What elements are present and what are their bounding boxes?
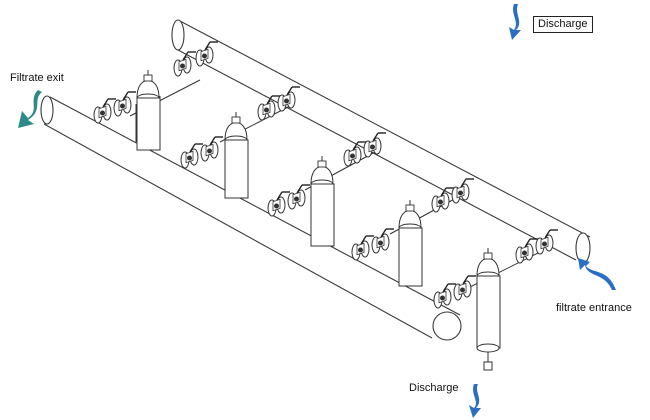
discharge-bottom-label: Discharge [409, 382, 459, 394]
back-manifold-pipe [171, 19, 591, 264]
filter-unit-4 [351, 178, 475, 287]
discharge-bottom-arrow [469, 384, 481, 418]
discharge-top-arrow [509, 4, 521, 40]
filter-units [93, 41, 559, 371]
front-manifold-pipe [40, 95, 462, 341]
filtrate-entrance-arrow [578, 258, 616, 290]
filtrate-exit-label: Filtrate exit [10, 72, 64, 84]
filter-unit-1 [93, 41, 219, 151]
filter-unit-3 [267, 132, 387, 247]
filter-unit-2 [180, 86, 301, 199]
discharge-top-label: Discharge [533, 16, 593, 33]
filtrate-exit-arrow [18, 90, 42, 128]
filtrate-entrance-label: filtrate entrance [556, 302, 632, 314]
filter-unit-5 [433, 229, 559, 371]
